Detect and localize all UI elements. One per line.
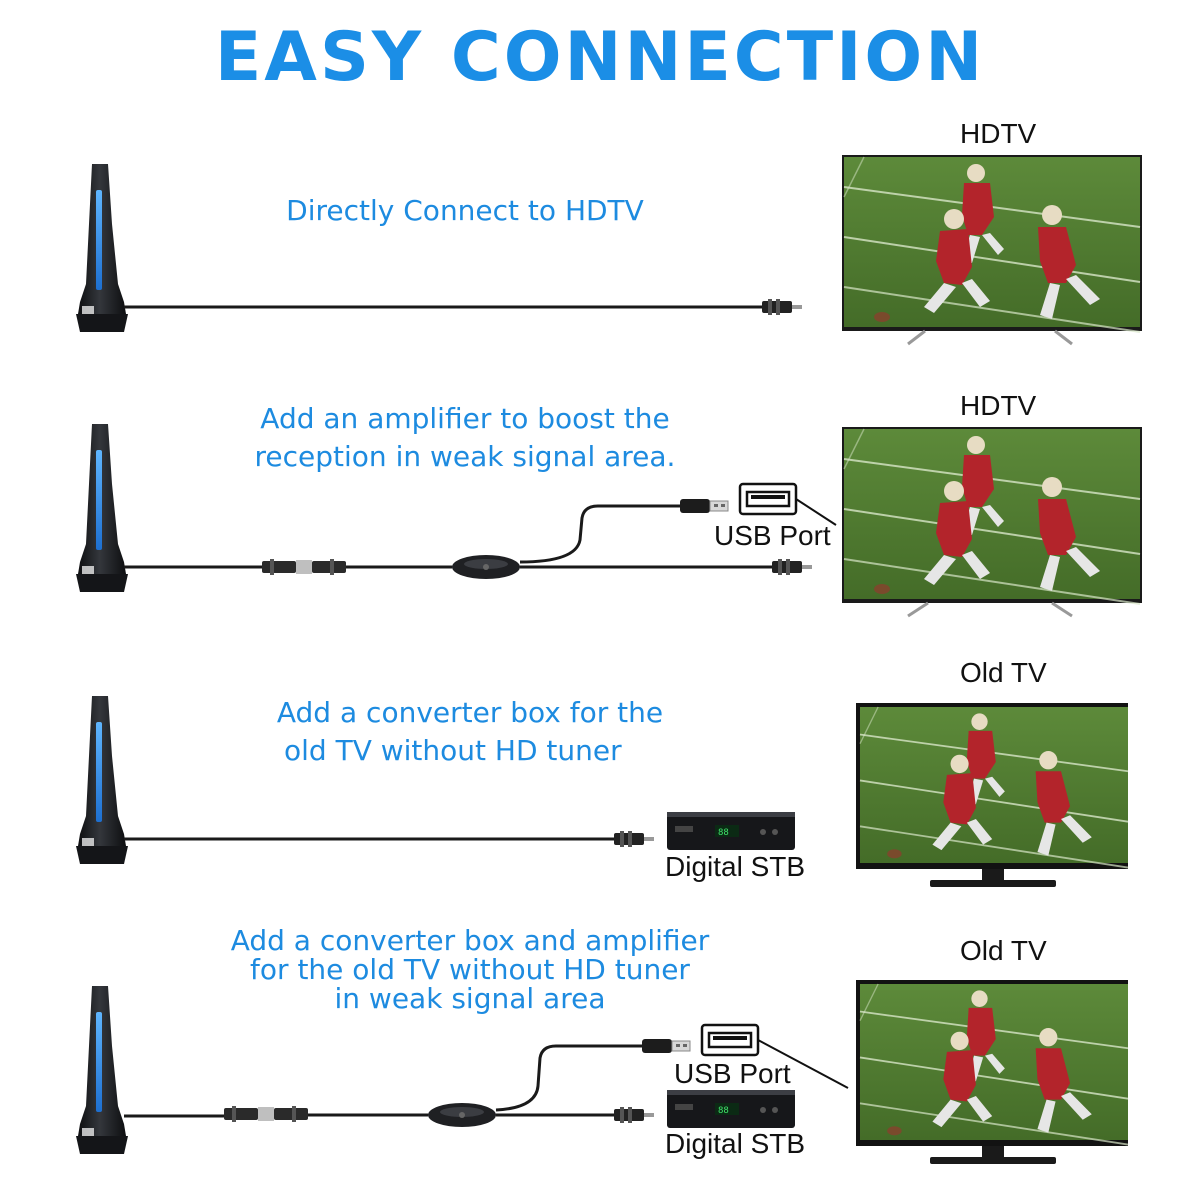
row-4-amplifier-icon	[428, 1103, 496, 1127]
row-1-antenna-icon	[76, 164, 128, 332]
row-2-usb-cable	[520, 506, 680, 562]
row-4-usb-cable	[496, 1046, 642, 1110]
row-4-usb-pointer	[758, 1040, 848, 1088]
row-2-usb-plug-icon	[680, 499, 728, 513]
row-4-tv-icon	[856, 980, 1128, 1164]
row-4-set-top-box-icon	[667, 1090, 795, 1128]
row-3-coax-connector-icon	[614, 831, 654, 847]
row-2-tv-icon	[842, 427, 1142, 616]
row-3-antenna-icon	[76, 696, 128, 864]
row-4-usb-port-icon	[702, 1025, 758, 1055]
row-3-tv-icon	[856, 703, 1128, 887]
row-4-coax-connector-icon	[614, 1107, 654, 1123]
row-2-usb-pointer	[796, 499, 836, 525]
row-2-usb-port-icon	[740, 484, 796, 514]
row-4-usb-plug-icon	[642, 1039, 690, 1053]
row-2-barrel-coupler-icon	[262, 559, 346, 575]
row-4-antenna-icon	[76, 986, 128, 1154]
row-2-coax-connector-icon	[772, 559, 812, 575]
row-2-antenna-icon	[76, 424, 128, 592]
row-2-amplifier-icon	[452, 555, 520, 579]
row-1-tv-icon	[842, 155, 1142, 344]
row-3-set-top-box-icon	[667, 812, 795, 850]
row-1-coax-connector-icon	[762, 299, 802, 315]
row-4-barrel-coupler-icon	[224, 1106, 308, 1122]
